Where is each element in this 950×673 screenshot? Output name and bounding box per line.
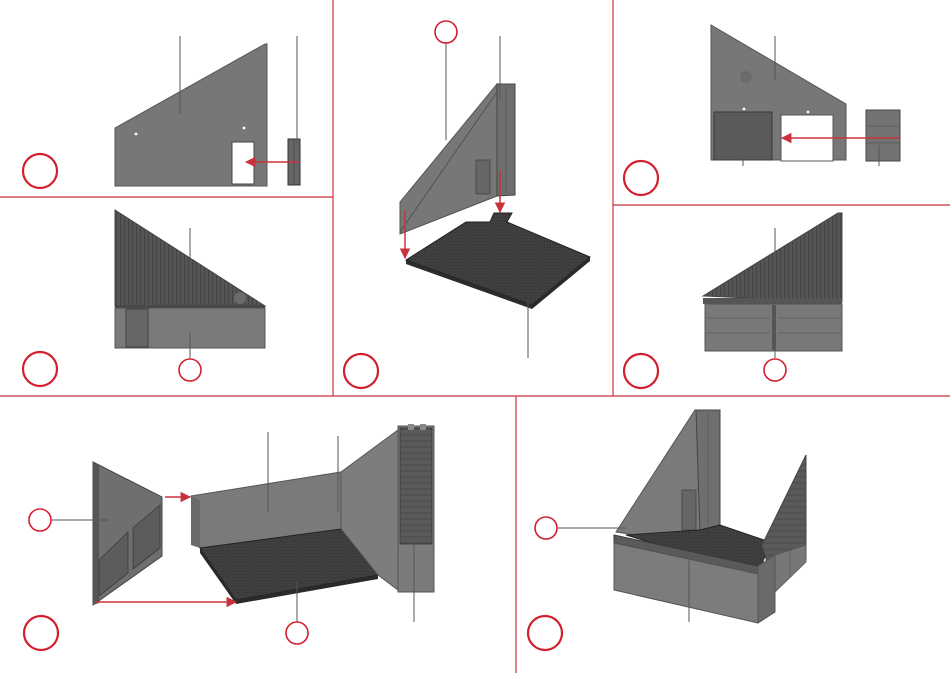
window-opening [232, 142, 254, 184]
part-marker-circle [435, 21, 457, 43]
step-circle [624, 161, 658, 195]
door-insert-part [866, 110, 900, 161]
step-circle [344, 354, 378, 388]
panel-6 [24, 424, 434, 650]
step-circle [528, 616, 562, 650]
roof-surface [703, 213, 842, 302]
base-plate [406, 213, 590, 305]
peg-hole [135, 133, 138, 136]
panel-1 [23, 36, 300, 188]
part-marker-circle [286, 622, 308, 644]
panel-7 [528, 410, 806, 650]
step-circle [24, 616, 58, 650]
panel-3 [624, 25, 900, 195]
panel-2 [344, 21, 590, 388]
step-circle [23, 154, 57, 188]
panel-5 [624, 213, 842, 388]
part-marker-circle [535, 517, 557, 539]
step-circle [23, 352, 57, 386]
door-insert [126, 309, 148, 347]
wall-stain [234, 292, 246, 304]
roof-texture [400, 428, 432, 544]
part-marker-circle [764, 359, 786, 381]
step-circle [624, 354, 658, 388]
panel-4 [23, 210, 265, 386]
peg-hole [243, 127, 246, 130]
part-marker-circle [179, 359, 201, 381]
part-marker-circle [29, 509, 51, 531]
